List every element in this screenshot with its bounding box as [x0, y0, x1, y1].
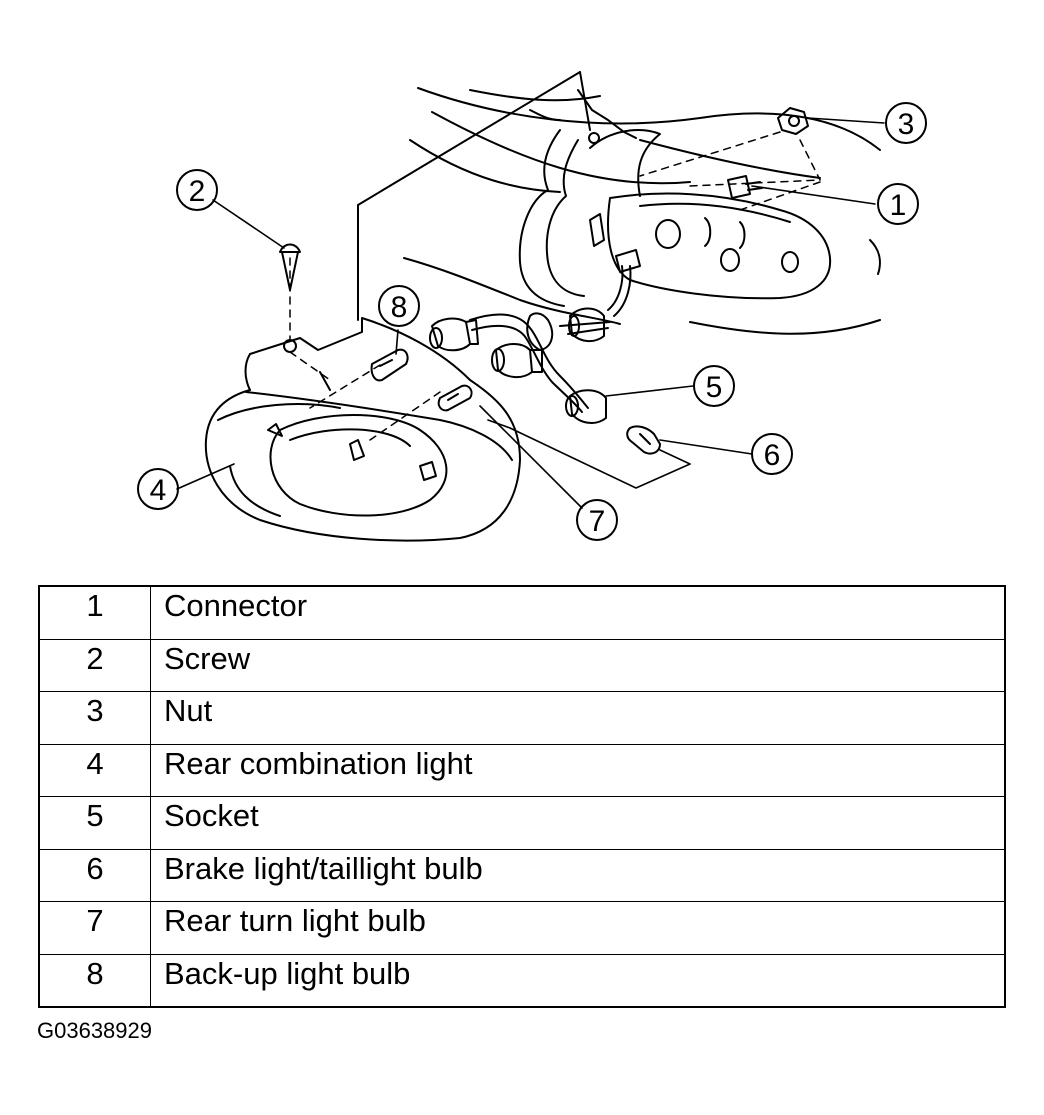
callout-1-label: 1: [890, 189, 907, 222]
leader-lines: [176, 117, 885, 509]
callout-2-label: 2: [189, 175, 206, 208]
socket-turn: [491, 343, 543, 378]
table-row: 4 Rear combination light: [38, 743, 1006, 797]
part-name: Connector: [150, 585, 1006, 640]
rear-light-mount-area: [518, 89, 832, 307]
rear-turn-light-bulb: [437, 384, 473, 412]
vehicle-body-outline: [403, 87, 881, 335]
part-number: 1: [38, 585, 151, 640]
part-number: 5: [38, 796, 151, 850]
wiring-harness: [469, 249, 641, 413]
table-row: 6 Brake light/taillight bulb: [38, 848, 1006, 902]
nut-part: [777, 107, 809, 135]
parts-legend-table: 1 Connector 2 Screw 3 Nut 4 Rear combina…: [38, 585, 1006, 1008]
table-row: 3 Nut: [38, 691, 1006, 745]
callout-3-label: 3: [898, 108, 915, 141]
callout-3: 3: [885, 102, 927, 144]
part-name: Brake light/taillight bulb: [150, 848, 1006, 902]
part-number: 7: [38, 901, 151, 955]
callout-5: 5: [693, 365, 735, 407]
table-row: 2 Screw: [38, 638, 1006, 692]
back-up-light-bulb: [370, 348, 409, 382]
part-name: Rear combination light: [150, 743, 1006, 797]
callout-5-label: 5: [706, 371, 723, 404]
part-number: 8: [38, 953, 151, 1008]
socket-brake-tail: [565, 389, 607, 424]
part-name: Socket: [150, 796, 1006, 850]
socket-main: [568, 307, 605, 342]
callout-8-label: 8: [391, 291, 408, 324]
table-row: 5 Socket: [38, 796, 1006, 850]
screw-part: [279, 243, 301, 291]
part-number: 6: [38, 848, 151, 902]
callout-7-label: 7: [589, 505, 606, 538]
table-row: 7 Rear turn light bulb: [38, 901, 1006, 955]
figure-id: G03638929: [37, 1018, 152, 1043]
callout-4-label: 4: [150, 474, 167, 507]
exploded-view-diagram: 1 2 3 4 5 6 7 8: [137, 71, 927, 542]
part-number: 3: [38, 691, 151, 745]
table-row: 1 Connector: [38, 585, 1006, 640]
part-name: Nut: [150, 691, 1006, 745]
socket-back-up: [429, 317, 479, 352]
callout-2: 2: [176, 169, 218, 211]
brake-light-taillight-bulb: [626, 425, 661, 455]
callout-7: 7: [576, 499, 618, 541]
part-name: Screw: [150, 638, 1006, 692]
connector-part: [727, 175, 763, 199]
callout-1: 1: [877, 183, 919, 225]
part-number: 2: [38, 638, 151, 692]
part-number: 4: [38, 743, 151, 797]
callout-6-label: 6: [764, 439, 781, 472]
part-name: Back-up light bulb: [150, 953, 1006, 1008]
callout-4: 4: [137, 468, 179, 510]
callout-6: 6: [751, 433, 793, 475]
part-name: Rear turn light bulb: [150, 901, 1006, 955]
rear-combination-light-housing: [204, 71, 591, 542]
callout-8: 8: [378, 285, 420, 327]
table-row: 8 Back-up light bulb: [38, 953, 1006, 1008]
